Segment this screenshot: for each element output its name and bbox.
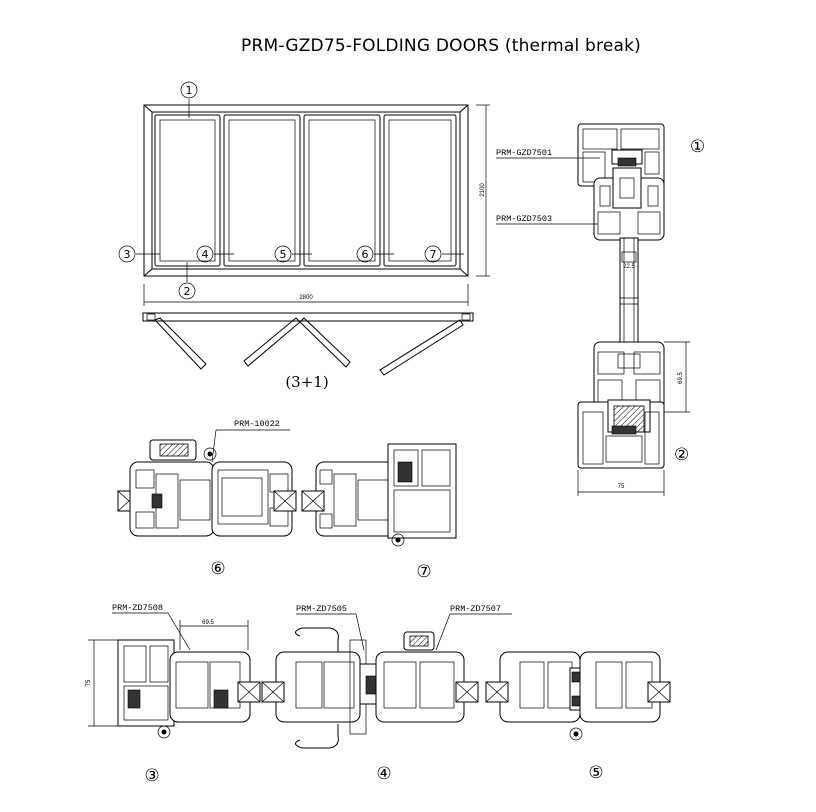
section-marker-bottom: ② [674,445,689,465]
marker-1: 1 [186,84,193,97]
marker-2: 2 [184,285,191,298]
section-marker-6: ⑥ [210,559,225,579]
section-marker-3: ③ [144,766,159,786]
horizontal-section-3-4-5: 75 69.5 PRM-ZD7508 [86,603,671,786]
side-dimension: 69.5 [678,372,684,384]
marker-7: 7 [430,248,437,261]
label-prm-zd7508: PRM-ZD7508 [112,603,163,613]
marker-3: 3 [124,248,131,261]
config-label: (3+1) [285,373,328,391]
label-prm-zd7505: PRM-ZD7505 [296,604,347,614]
marker-5: 5 [280,248,287,261]
horizontal-section-6-7: PRM-10022 ⑥ ⑦ [117,419,457,582]
label-prm-gzd7503: PRM-GZD7503 [496,214,552,224]
glass-dimension: 22.5 [623,264,635,270]
dim-top-69-5: 69.5 [202,620,214,626]
marker-4: 4 [202,248,209,261]
folding-plan: (3+1) [142,312,474,391]
vertical-section: 22.5 69.5 75 PRM-GZD7501 PRM-GZD7503 ① ② [496,123,705,496]
label-prm-gzd7501: PRM-GZD7501 [496,148,552,158]
section-marker-4: ④ [376,764,391,784]
height-dimension: 2100 [480,183,486,197]
label-prm-zd7507: PRM-ZD7507 [450,604,501,614]
drawing-title: PRM-GZD75-FOLDING DOORS (thermal break) [241,36,641,56]
label-prm-10022: PRM-10022 [234,419,280,429]
width-dimension: 2800 [299,295,313,301]
section-marker-7: ⑦ [416,562,431,582]
dim-side-75: 75 [86,679,92,686]
bottom-dimension: 75 [618,484,625,490]
section-marker-5: ⑤ [588,763,603,783]
marker-6: 6 [362,248,369,261]
section-marker-top: ① [690,137,705,157]
door-elevation: 2800 2100 1 2 3 4 5 6 7 [118,81,490,306]
